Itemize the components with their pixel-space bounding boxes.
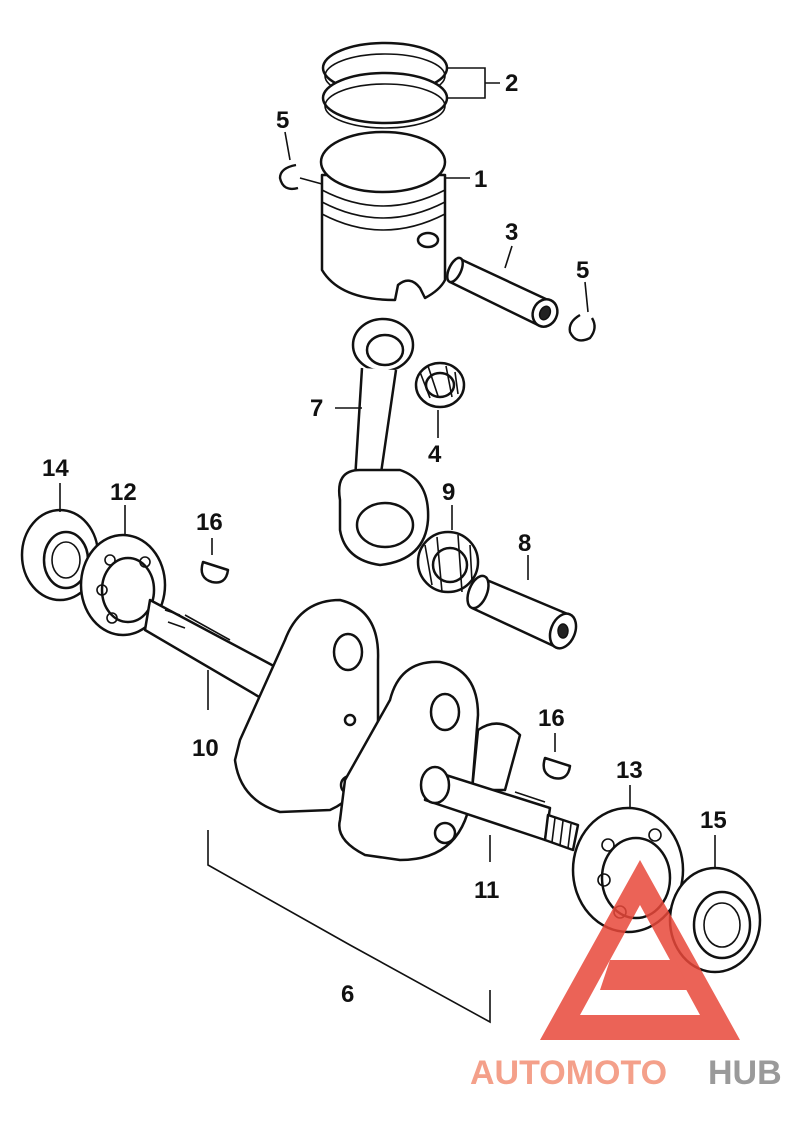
callout-5b: 5 bbox=[576, 257, 589, 284]
callout-1: 1 bbox=[474, 166, 487, 193]
callout-10: 10 bbox=[192, 735, 219, 762]
big-end-bearing bbox=[416, 505, 480, 594]
callout-16b: 16 bbox=[538, 705, 565, 732]
crankshaft bbox=[143, 598, 580, 862]
crankshaft-assembly-bracket bbox=[207, 830, 491, 1024]
watermark-logo bbox=[540, 860, 740, 1040]
callout-5a: 5 bbox=[276, 107, 289, 134]
callout-16a: 16 bbox=[196, 509, 223, 536]
crank-pin bbox=[466, 555, 578, 650]
callout-6: 6 bbox=[341, 981, 354, 1008]
bearing-left bbox=[79, 505, 167, 637]
callout-15: 15 bbox=[700, 807, 727, 834]
callout-8: 8 bbox=[518, 530, 531, 557]
circlip-lower bbox=[568, 281, 596, 342]
callout-labels: 1 2 3 4 5 5 6 7 8 9 10 11 12 13 14 15 16… bbox=[42, 70, 727, 1008]
callout-11: 11 bbox=[474, 877, 499, 904]
watermark-text-a: AUTOMOTO bbox=[470, 1054, 667, 1092]
circlip-upper bbox=[278, 131, 299, 191]
woodruff-key-left bbox=[200, 538, 230, 584]
callout-7: 7 bbox=[310, 395, 323, 422]
connecting-rod bbox=[335, 317, 430, 567]
small-end-bearing bbox=[414, 361, 466, 438]
callout-12: 12 bbox=[110, 479, 137, 506]
watermark-text-b: HUB bbox=[708, 1054, 782, 1092]
callout-3: 3 bbox=[505, 219, 518, 246]
piston-pin bbox=[446, 245, 559, 328]
piston-rings bbox=[321, 41, 500, 129]
piston bbox=[299, 130, 470, 302]
callout-4: 4 bbox=[428, 441, 442, 468]
callout-9: 9 bbox=[442, 479, 455, 506]
oil-seal-right bbox=[668, 835, 762, 974]
callout-2: 2 bbox=[505, 70, 518, 97]
watermark-text: AUTOMOTO HUB bbox=[470, 1054, 782, 1092]
oil-seal-left bbox=[20, 483, 100, 602]
callout-14: 14 bbox=[42, 455, 69, 482]
callout-13: 13 bbox=[616, 757, 643, 784]
woodruff-key-right bbox=[542, 733, 572, 780]
